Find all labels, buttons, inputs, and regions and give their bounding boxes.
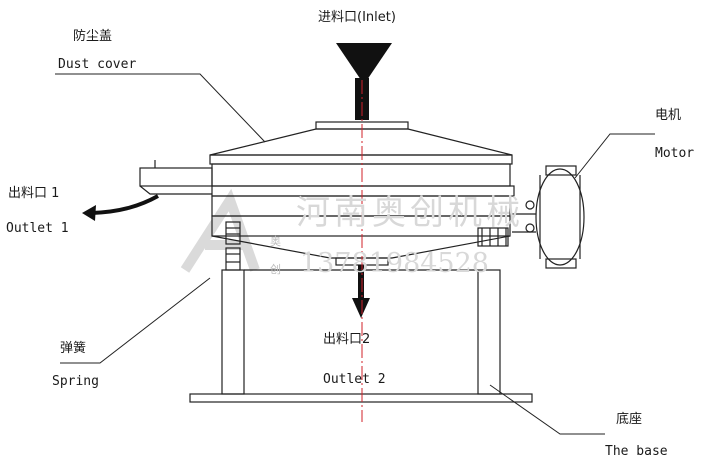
- leader-lines: [55, 73, 655, 435]
- springs: [225, 221, 509, 271]
- base-label-cn: 底座: [616, 412, 643, 427]
- outlet2-arrowhead: [352, 298, 370, 318]
- outlet1-spout: [139, 160, 213, 195]
- dust-cover: [209, 121, 513, 165]
- outlet1-arrowhead: [82, 205, 96, 221]
- spring-label-en: Spring: [52, 374, 99, 389]
- base-stand: [189, 269, 533, 403]
- outlet1-arrow: [91, 194, 159, 215]
- dust-cover-label-cn: 防尘盖: [73, 29, 113, 44]
- watermark-phone: 13781984528: [300, 248, 489, 279]
- outlet2-pipe: [358, 265, 364, 301]
- base-label-en: The base: [605, 444, 668, 459]
- outlet2-label-cn: 出料口2: [323, 332, 371, 347]
- watermark-badge-top: 奥: [270, 235, 281, 248]
- inlet-funnel: [336, 43, 392, 80]
- motor-label-cn: 电机: [655, 108, 682, 123]
- watermark-badge-bottom: 创: [270, 263, 281, 276]
- outlet1-label-cn: 出料口 1: [8, 186, 60, 201]
- watermark-company: 河南奥创机械: [296, 193, 524, 233]
- spring-label-cn: 弹簧: [60, 341, 87, 356]
- inlet-label: 进料口(Inlet): [318, 10, 396, 25]
- outlet1-label-en: Outlet 1: [6, 221, 69, 236]
- motor-label-en: Motor: [655, 146, 695, 161]
- dust-cover-label-en: Dust cover: [58, 57, 137, 72]
- outlet2-label-en: Outlet 2: [323, 372, 386, 387]
- watermark-logo: [180, 188, 260, 273]
- motor: [512, 165, 585, 269]
